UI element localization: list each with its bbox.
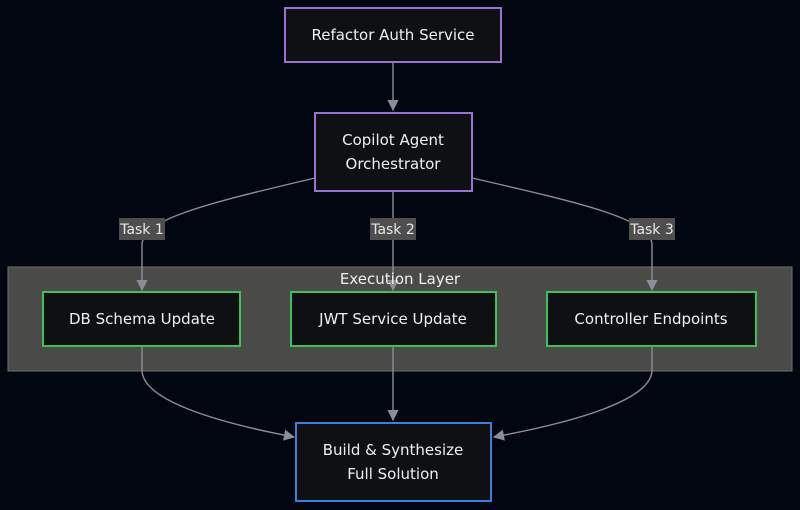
edge-label-background xyxy=(370,218,416,240)
edges xyxy=(136,63,658,441)
edge-controller-to-build xyxy=(492,347,653,441)
node-label-line1: Build & Synthesize xyxy=(323,441,464,459)
node-build-synthesize[interactable]: Build & Synthesize Full Solution xyxy=(295,422,492,502)
node-box xyxy=(546,291,757,347)
node-copilot-agent-orchestrator[interactable]: Copilot Agent Orchestrator xyxy=(314,112,473,192)
edge-label-text: Task 3 xyxy=(629,222,674,238)
node-label: DB Schema Update xyxy=(69,310,215,328)
edge-label-text: Task 1 xyxy=(119,222,164,238)
edge-label-background xyxy=(119,218,165,240)
edge-label-task-2: Task 2 xyxy=(370,218,416,240)
node-box xyxy=(284,7,502,63)
node-label-line2: Orchestrator xyxy=(346,155,442,173)
node-jwt-service-update[interactable]: JWT Service Update xyxy=(290,291,497,347)
node-label-line1: Copilot Agent xyxy=(342,131,444,149)
edge-label-task-1: Task 1 xyxy=(119,218,165,240)
node-box xyxy=(314,112,473,192)
node-label: JWT Service Update xyxy=(318,310,467,328)
edge-orchestrator-to-controller xyxy=(471,177,658,292)
node-box xyxy=(42,291,241,347)
edge-orchestrator-to-db xyxy=(136,177,316,292)
edge-label-background xyxy=(629,218,675,240)
cluster-title: Execution Layer xyxy=(340,270,461,288)
node-label: Refactor Auth Service xyxy=(311,26,474,44)
node-label-line2: Full Solution xyxy=(347,465,439,483)
node-db-schema-update[interactable]: DB Schema Update xyxy=(42,291,241,347)
edge-label-text: Task 2 xyxy=(370,222,415,238)
node-box xyxy=(290,291,497,347)
edge-db-to-build xyxy=(141,347,296,441)
node-label: Controller Endpoints xyxy=(574,310,727,328)
node-controller-endpoints[interactable]: Controller Endpoints xyxy=(546,291,757,347)
edge-label-task-3: Task 3 xyxy=(629,218,675,240)
node-refactor-auth-service[interactable]: Refactor Auth Service xyxy=(284,7,502,63)
node-box xyxy=(295,422,492,502)
